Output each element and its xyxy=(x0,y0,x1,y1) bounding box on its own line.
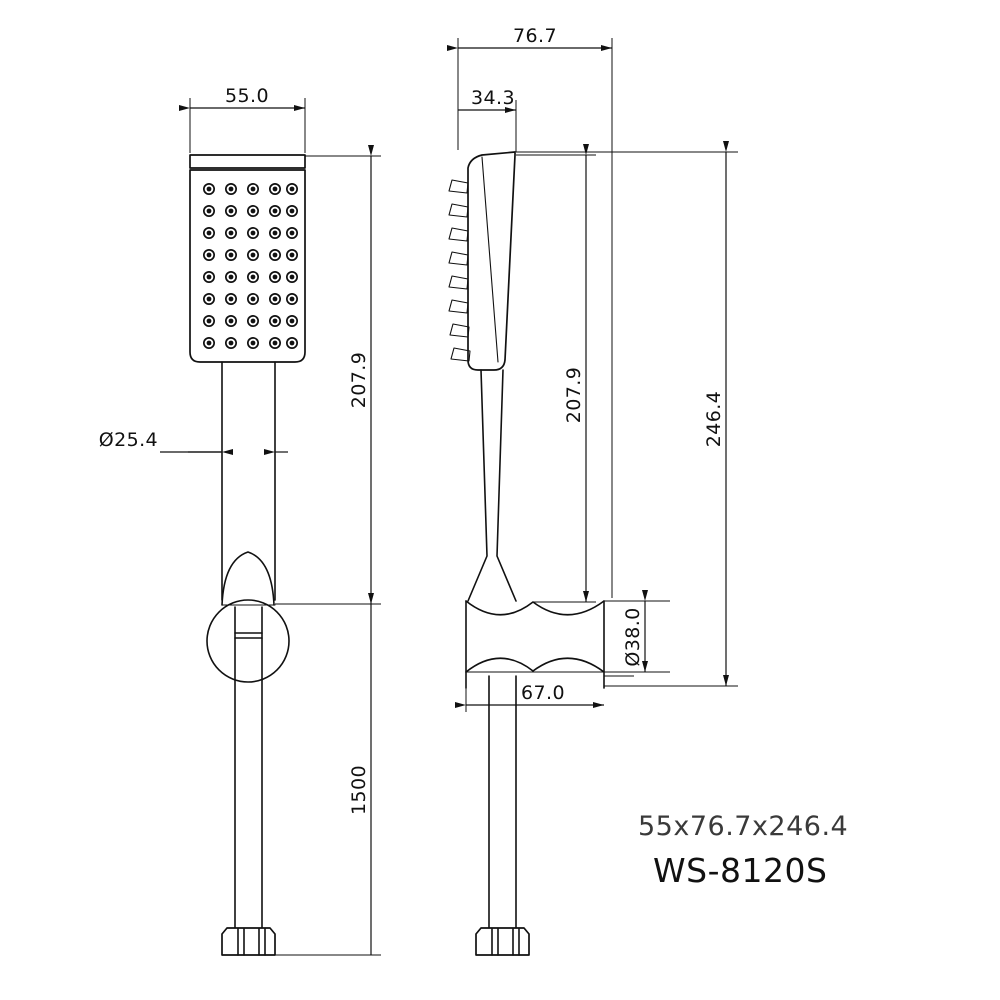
dimension-handle-diameter: Ø25.4 xyxy=(99,362,288,470)
front-bracket xyxy=(206,551,290,683)
dimension-side-total-height: 246.4 xyxy=(516,141,738,687)
front-view xyxy=(189,154,306,956)
dim-label-side-head-width: 34.3 xyxy=(471,87,515,109)
dim-label-handle-diameter: Ø25.4 xyxy=(99,429,158,451)
dim-label-front-height: 207.9 xyxy=(348,352,370,408)
nozzle-row xyxy=(203,271,298,283)
side-bracket xyxy=(465,600,605,689)
dimensions-summary-label: 55x76.7x246.4 xyxy=(638,811,848,842)
dim-label-side-total-height: 246.4 xyxy=(703,391,725,447)
dim-label-front-width: 55.0 xyxy=(225,85,269,107)
dim-label-side-head-height: 207.9 xyxy=(563,367,585,423)
nozzle-grid xyxy=(203,183,298,349)
front-face-top-strip xyxy=(189,154,306,169)
model-number-label: WS-8120S xyxy=(653,851,827,890)
dim-label-hose-length: 1500 xyxy=(348,765,370,815)
side-nozzle-protrusions xyxy=(448,179,471,362)
side-view xyxy=(448,151,605,956)
nozzle-row xyxy=(203,227,298,239)
dimension-bracket-diameter: Ø38.0 xyxy=(604,590,670,673)
side-hose-nut xyxy=(475,927,530,956)
nozzle-row xyxy=(203,205,298,217)
nozzle-row xyxy=(203,315,298,327)
dim-label-side-width: 76.7 xyxy=(513,25,557,47)
front-face-plate xyxy=(189,169,306,363)
dimension-front-height: 207.9 xyxy=(275,145,381,605)
side-hose xyxy=(488,675,517,929)
side-head-body xyxy=(467,151,516,371)
nozzle-row xyxy=(203,183,298,195)
dimension-side-head-width: 34.3 xyxy=(457,87,517,152)
nozzle-row xyxy=(203,249,298,261)
front-hose-nut xyxy=(221,927,276,956)
front-handle-tube xyxy=(221,361,276,601)
dimension-bracket-width: 67.0 xyxy=(455,675,634,712)
title-block: 55x76.7x246.4 WS-8120S xyxy=(638,811,848,890)
dimension-front-width: 55.0 xyxy=(179,85,306,153)
dimension-hose-length: 1500 xyxy=(275,603,381,956)
dimension-side-head-height: 207.9 xyxy=(516,144,596,603)
front-hose xyxy=(234,679,263,929)
dim-label-bracket-width: 67.0 xyxy=(521,682,565,704)
dimension-side-width: 76.7 xyxy=(447,25,613,598)
dim-label-bracket-diameter: Ø38.0 xyxy=(622,607,644,666)
side-handle-tube xyxy=(467,369,517,602)
nozzle-row xyxy=(203,293,298,305)
nozzle-row xyxy=(203,337,298,349)
